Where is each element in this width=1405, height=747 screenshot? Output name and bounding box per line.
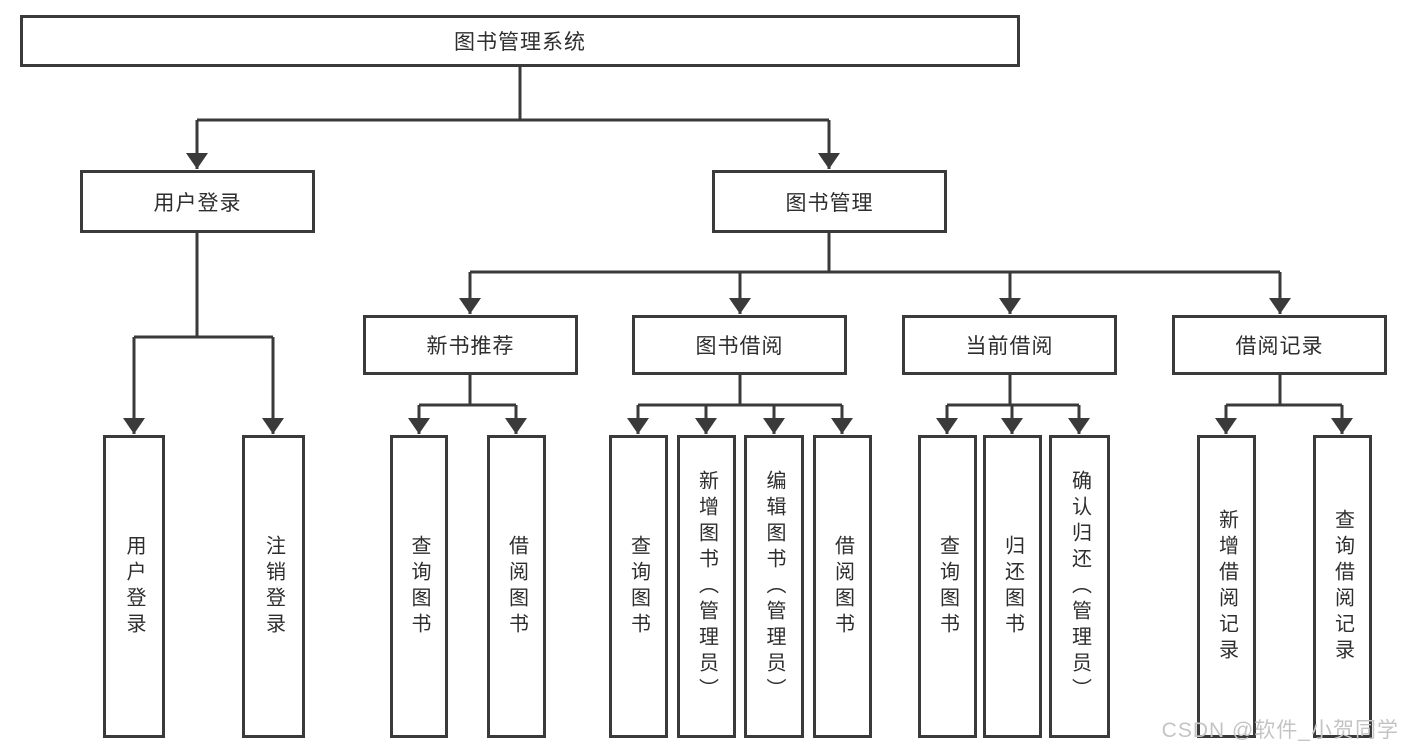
node-query-books-3: 查询图书	[918, 435, 977, 738]
connector-root-to-level2	[186, 67, 840, 169]
leaf-label: 借阅图书	[831, 534, 854, 639]
leaf-label: 查询图书	[627, 534, 650, 639]
leaf-label: 查询借阅记录	[1331, 508, 1354, 665]
node-borrow-records: 借阅记录	[1172, 315, 1387, 375]
leaf-label: 查询图书	[408, 534, 430, 639]
leaf-label: 借阅图书	[505, 534, 528, 639]
connector-current-borrow-children	[936, 375, 1090, 434]
connector-book-management-children	[459, 233, 1291, 314]
connector-book-borrow-children	[627, 375, 853, 434]
node-logout: 注销登录	[242, 435, 305, 738]
leaf-label: 查询图书	[936, 534, 959, 639]
node-add-borrow-record: 新增借阅记录	[1197, 435, 1256, 738]
leaf-label: 注销登录	[262, 534, 285, 639]
node-return-books: 归还图书	[983, 435, 1042, 738]
node-user-login-leaf: 用户登录	[103, 435, 165, 738]
node-confirm-return-admin: 确认归还（管理员）	[1049, 435, 1110, 738]
node-new-book-recommend: 新书推荐	[363, 315, 578, 375]
node-borrow-books-2: 借阅图书	[813, 435, 872, 738]
leaf-label: 新增借阅记录	[1215, 508, 1238, 665]
connector-user-login-children	[123, 233, 284, 434]
node-library-management-system: 图书管理系统	[20, 15, 1020, 67]
node-query-borrow-record: 查询借阅记录	[1313, 435, 1372, 738]
node-book-management: 图书管理	[712, 170, 947, 233]
node-user-login: 用户登录	[80, 170, 315, 233]
connector-borrow-records-children	[1215, 375, 1353, 434]
node-book-borrow: 图书借阅	[632, 315, 847, 375]
connector-new-book-recommend-children	[408, 375, 527, 434]
leaf-label: 用户登录	[123, 534, 145, 639]
leaf-label: 编辑图书（管理员）	[763, 469, 785, 704]
node-add-books-admin: 新增图书（管理员）	[677, 435, 736, 738]
leaf-label: 确认归还（管理员）	[1068, 469, 1091, 704]
node-edit-books-admin: 编辑图书（管理员）	[744, 435, 804, 738]
node-query-books-1: 查询图书	[390, 435, 448, 738]
leaf-label: 归还图书	[1001, 534, 1024, 639]
node-query-books-2: 查询图书	[609, 435, 668, 738]
node-borrow-books-1: 借阅图书	[487, 435, 546, 738]
node-current-borrow: 当前借阅	[902, 315, 1117, 375]
leaf-label: 新增图书（管理员）	[695, 469, 718, 704]
